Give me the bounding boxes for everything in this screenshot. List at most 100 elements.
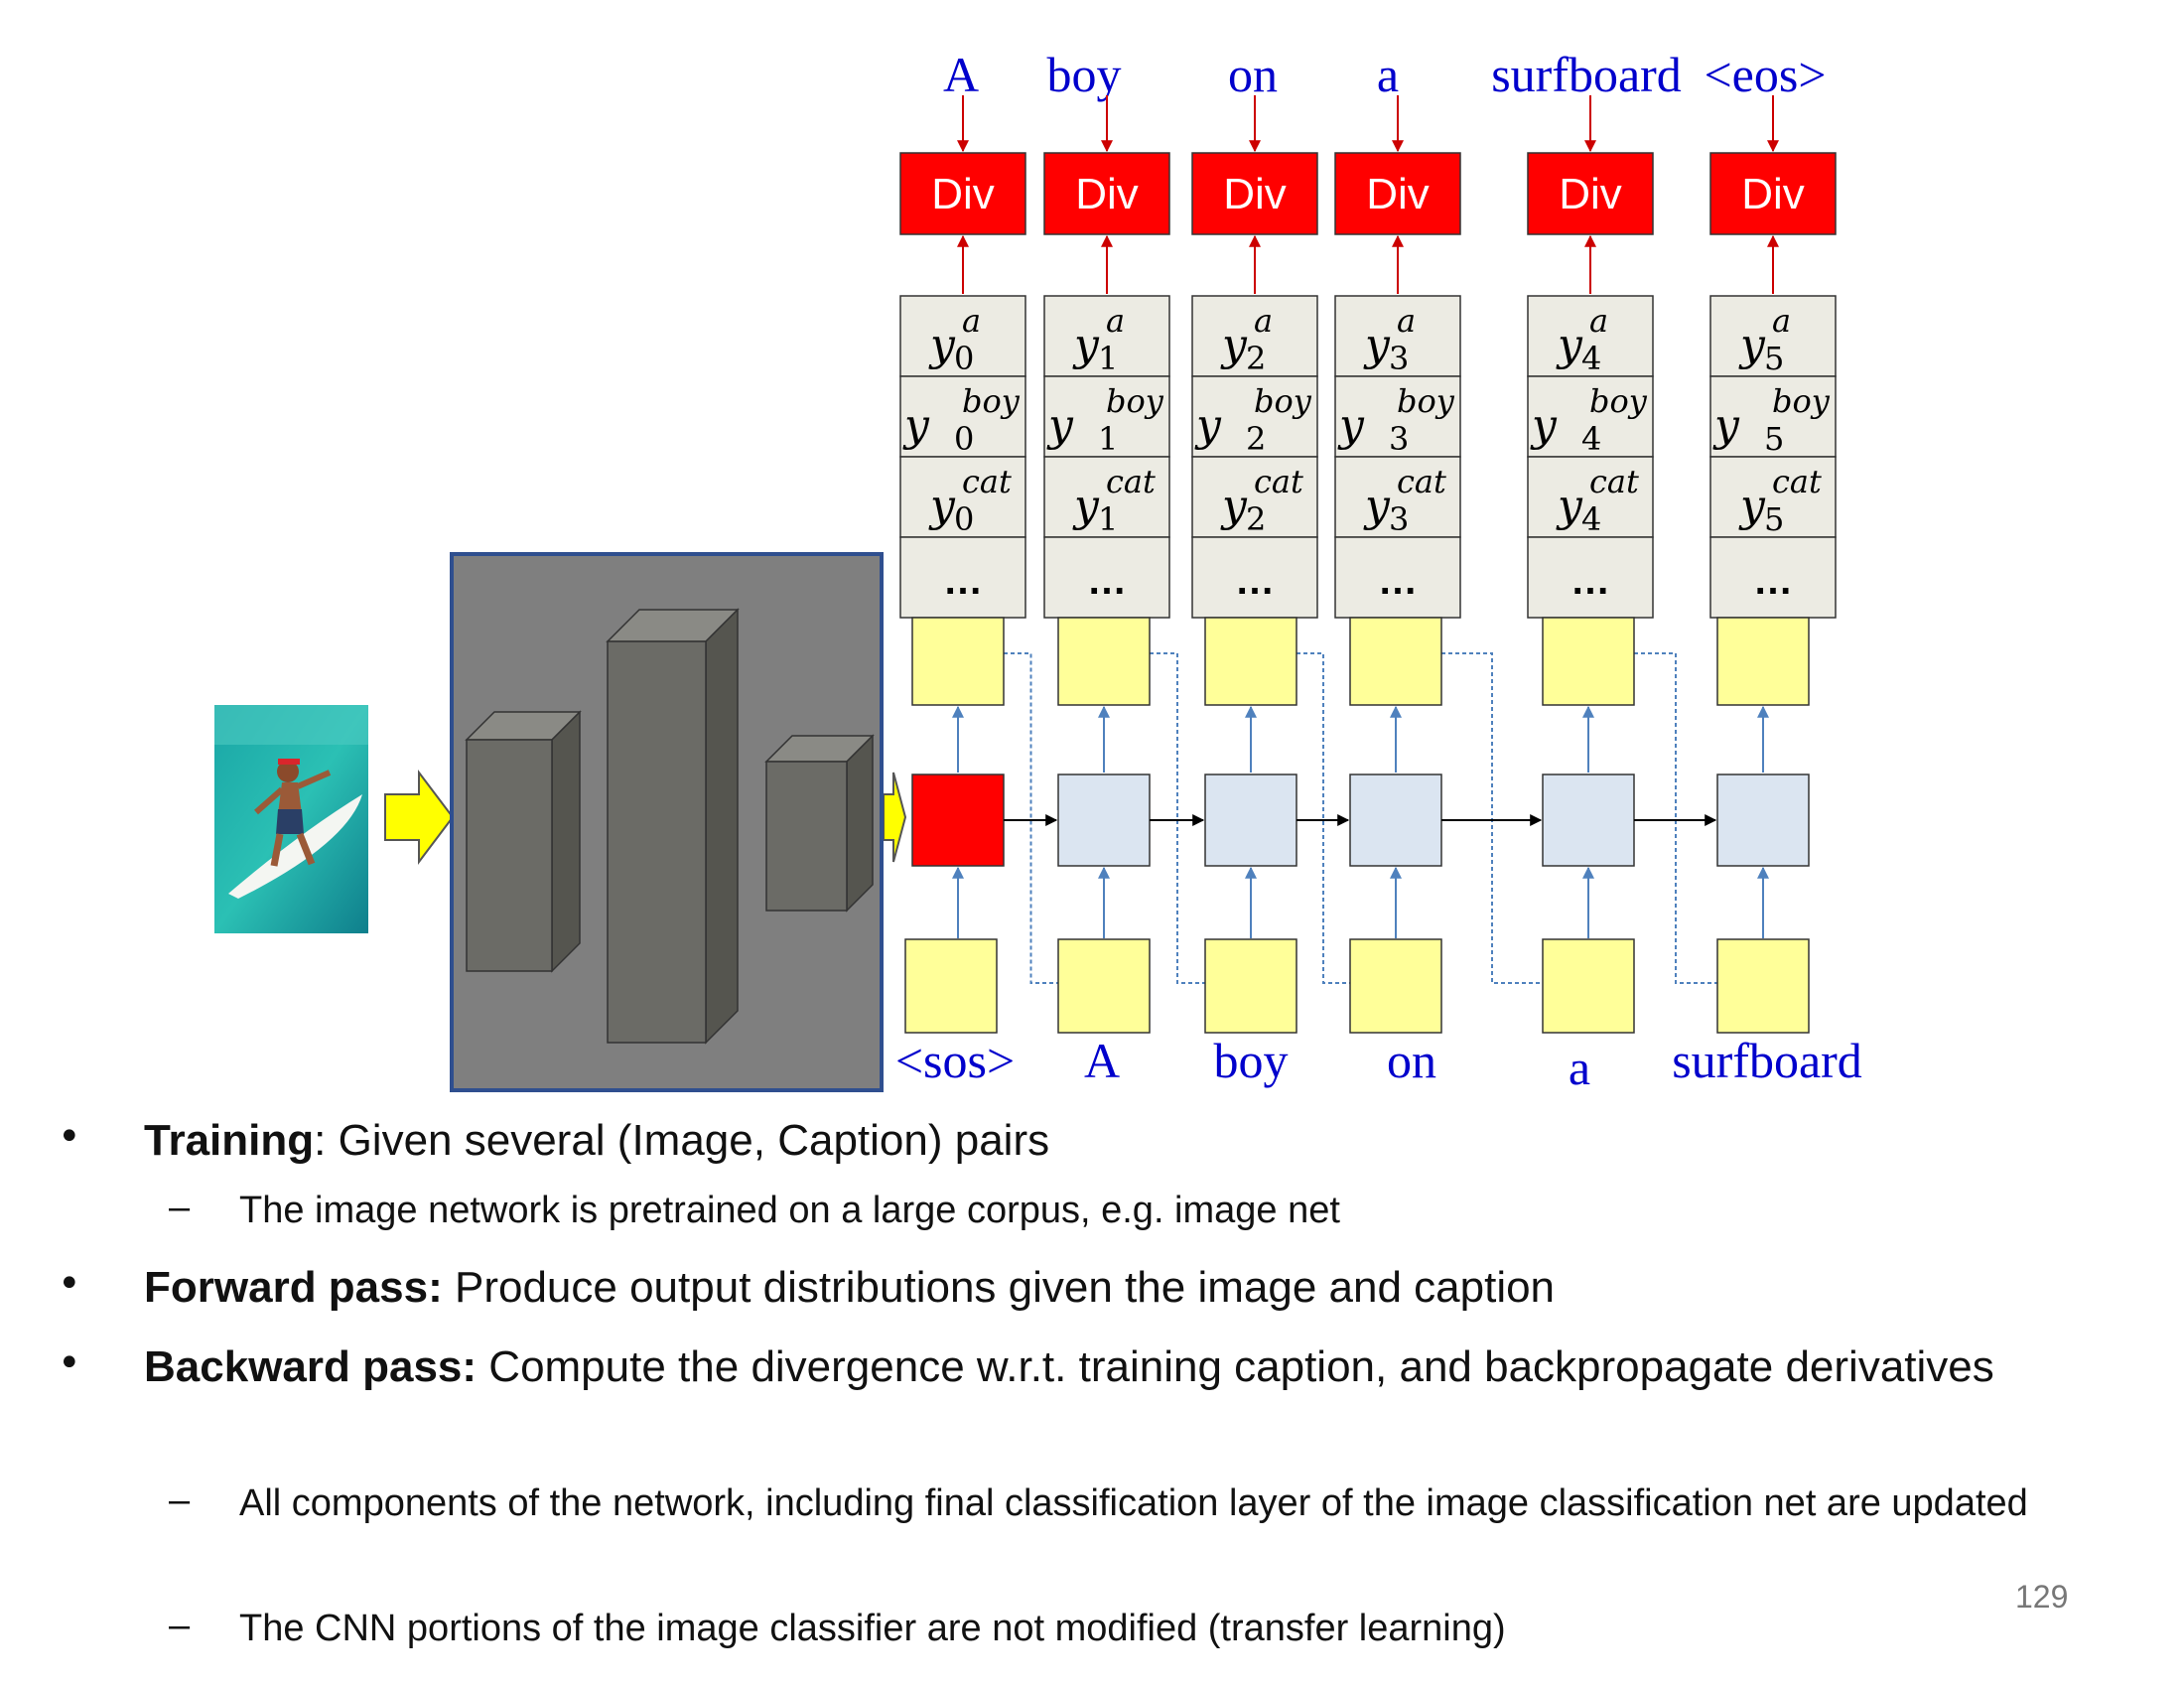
prob-sub: 5	[1764, 500, 1784, 538]
div-label-1: Div	[1075, 170, 1139, 218]
prob-sub: 3	[1389, 340, 1409, 377]
prob-sub: 5	[1764, 340, 1784, 377]
dist-cell	[1043, 375, 1170, 458]
bullet-forward-bold: Forward pass:	[144, 1263, 443, 1312]
dist-cell	[1043, 456, 1170, 538]
prob-sup: boy	[962, 382, 1021, 420]
output-projection-1	[1057, 617, 1151, 706]
prob-sub: 2	[1246, 500, 1266, 538]
div-box-0	[899, 152, 1026, 235]
output-projection-5	[1716, 617, 1810, 706]
feedback-link	[1004, 652, 1058, 984]
input-word-4: a	[1569, 1040, 1590, 1095]
prob-sup: cat	[1589, 463, 1639, 500]
prob-sup: a	[1589, 302, 1608, 340]
prob-sup: cat	[1772, 463, 1822, 500]
div-box-2	[1191, 152, 1318, 235]
prob-sup: cat	[962, 463, 1012, 500]
dist-cell	[1334, 295, 1461, 377]
dist-cell	[1191, 536, 1318, 619]
image-to-cnn-arrow	[384, 770, 455, 865]
prob-boy-0: y	[902, 400, 930, 451]
prob-sup: boy	[1397, 382, 1455, 420]
ellipsis: …	[1087, 559, 1127, 603]
prob-sup: boy	[1254, 382, 1312, 420]
prob-sup: boy	[1589, 382, 1648, 420]
output-word-2: on	[1228, 47, 1278, 102]
output-projection-0	[911, 617, 1005, 706]
output-projection-4	[1542, 617, 1635, 706]
dist-cell	[899, 375, 1026, 458]
prob-a-4: y	[1556, 320, 1583, 370]
ellipsis: …	[1235, 559, 1275, 603]
feedback-link	[1297, 652, 1350, 984]
prob-sub: 0	[954, 340, 974, 377]
dist-cell	[899, 536, 1026, 619]
sub-bullet-cnn-not-modified: The CNN portions of the image classifier…	[239, 1608, 1506, 1649]
prob-sub: 5	[1764, 420, 1784, 458]
prob-boy-1: y	[1046, 400, 1074, 451]
dist-cell	[899, 295, 1026, 377]
bullet-training-text: : Given several (Image, Caption) pairs	[314, 1116, 1050, 1165]
prob-sup: cat	[1397, 463, 1446, 500]
surfer-image	[214, 705, 368, 933]
cnn-to-rnn-arrow	[883, 772, 907, 863]
dist-cell	[1334, 456, 1461, 538]
prob-sup: a	[1254, 302, 1273, 340]
div-box-4	[1527, 152, 1654, 235]
feedback-link	[1150, 652, 1205, 984]
dist-cell	[1043, 536, 1170, 619]
div-box-5	[1709, 152, 1837, 235]
prob-sup: a	[1397, 302, 1416, 340]
dist-cell	[1709, 536, 1837, 619]
prob-cat-2: y	[1220, 481, 1248, 531]
sub-bullet-dash: –	[169, 1479, 191, 1521]
hidden-state-2	[1204, 774, 1297, 867]
prob-sup: boy	[1106, 382, 1164, 420]
prob-cat-5: y	[1738, 481, 1766, 531]
output-projection-2	[1204, 617, 1297, 706]
input-embedding-1	[1057, 938, 1151, 1034]
prob-cat-3: y	[1363, 481, 1391, 531]
prob-cat-0: y	[928, 481, 956, 531]
prob-sup: boy	[1772, 382, 1831, 420]
input-word-0: <sos>	[895, 1033, 1015, 1088]
bullet-backward-text: Compute the divergence w.r.t. training c…	[477, 1342, 1994, 1391]
input-embedding-3	[1349, 938, 1442, 1034]
prob-sub: 1	[1098, 340, 1118, 377]
div-label-4: Div	[1559, 170, 1622, 218]
bullet-dot: •	[58, 1261, 81, 1307]
prob-sup: a	[962, 302, 981, 340]
dist-cell	[899, 456, 1026, 538]
input-embedding-2	[1204, 938, 1297, 1034]
prob-sub: 1	[1098, 500, 1118, 538]
prob-sup: cat	[1106, 463, 1156, 500]
dist-cell	[1191, 295, 1318, 377]
prob-a-3: y	[1363, 320, 1391, 370]
prob-sup: cat	[1254, 463, 1303, 500]
ellipsis: …	[1753, 559, 1793, 603]
prob-boy-5: y	[1712, 400, 1740, 451]
div-label-3: Div	[1366, 170, 1430, 218]
prob-a-5: y	[1738, 320, 1766, 370]
bullet-forward-text: Produce output distributions given the i…	[442, 1263, 1556, 1312]
prob-boy-2: y	[1194, 400, 1222, 451]
div-box-3	[1334, 152, 1461, 235]
input-word-5: surfboard	[1672, 1033, 1862, 1088]
output-word-3: a	[1377, 47, 1399, 102]
hidden-state-5	[1716, 774, 1810, 867]
feedback-link	[1634, 652, 1717, 984]
output-word-1: boy	[1047, 47, 1122, 102]
prob-sub: 4	[1581, 420, 1601, 458]
dist-cell	[1191, 375, 1318, 458]
prob-sub: 3	[1389, 500, 1409, 538]
bullet-training-bold: Training	[144, 1116, 315, 1165]
dist-cell	[1334, 536, 1461, 619]
prob-cat-4: y	[1556, 481, 1583, 531]
input-word-1: A	[1084, 1033, 1120, 1088]
bullet-backward-pass: Backward pass: Compute the divergence w.…	[144, 1336, 2050, 1399]
div-label-2: Div	[1223, 170, 1287, 218]
sub-bullet-pretrained: The image network is pretrained on a lar…	[239, 1190, 1340, 1231]
